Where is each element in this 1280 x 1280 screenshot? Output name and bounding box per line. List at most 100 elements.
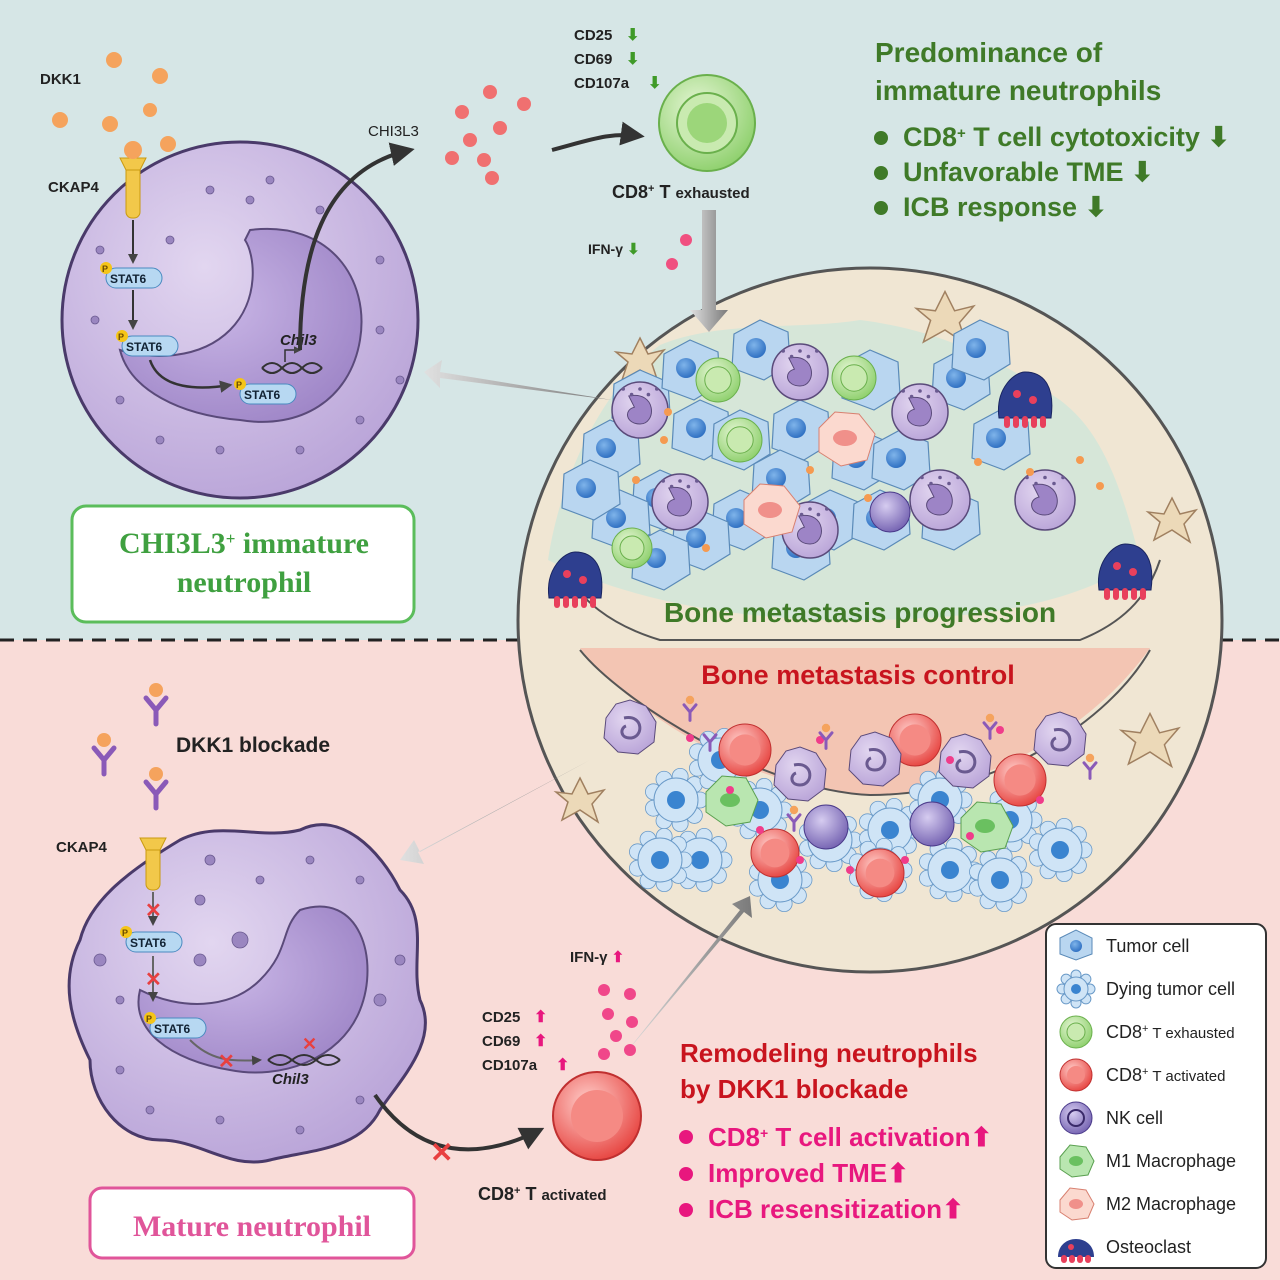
ifn-particle xyxy=(946,756,954,764)
immature-neutrophil-small xyxy=(909,469,971,531)
granule-dot xyxy=(145,1105,155,1115)
granule-dot xyxy=(204,854,216,866)
bottom-title-line2: by DKK1 blockade xyxy=(680,1074,908,1104)
bottom-title-line1: Remodeling neutrophils xyxy=(680,1038,978,1068)
cd8-exhausted-cell xyxy=(611,527,653,569)
ckap4-receptor-bottom xyxy=(139,837,167,891)
tumor-cluster-bottom xyxy=(603,699,1093,913)
bottom-bullet-3: ICB resensitization⬆ xyxy=(708,1194,964,1224)
osteoclast xyxy=(1098,543,1153,600)
ifn-label-bottom: IFN-γ ⬆ xyxy=(570,949,624,966)
tumor-cell-icon xyxy=(1059,929,1093,961)
tumor-cell xyxy=(951,319,1011,381)
mature-neutrophil-small xyxy=(603,699,657,755)
phospho-label-2: P xyxy=(118,332,124,342)
marker-list-bottom: CD25 CD69 CD107a ⬆ ⬆ ⬆ xyxy=(482,1009,569,1074)
legend-label: Osteoclast xyxy=(1106,1237,1191,1257)
dying-tumor-cell xyxy=(629,827,693,893)
ifn-particle xyxy=(816,736,824,744)
granule-dot xyxy=(115,395,125,405)
dkk1-antibody xyxy=(818,723,834,750)
granule-dot xyxy=(95,245,105,255)
infiltration-arrow-top xyxy=(690,210,728,332)
mature-box-label: Mature neutrophil xyxy=(133,1210,371,1243)
osteoclast xyxy=(548,551,603,608)
ckap4-label-bottom: CKAP4 xyxy=(56,839,108,856)
ifn-particle xyxy=(756,826,764,834)
chi3l3-particle xyxy=(660,436,668,444)
ifn-particle xyxy=(686,734,694,742)
chi3l3-particle xyxy=(702,544,710,552)
granule-dot xyxy=(355,415,365,425)
tumor-cluster-top xyxy=(561,319,1104,591)
ifn-particle xyxy=(796,856,804,864)
stat6-cascade-top xyxy=(100,220,297,405)
phospho-label-b1: P xyxy=(122,928,128,938)
granule-dot xyxy=(194,894,206,906)
ifn-particle xyxy=(1036,796,1044,804)
down-arrow-icon: ⬇ xyxy=(648,75,661,92)
dkk1-label-top: DKK1 xyxy=(40,71,81,88)
top-title-line1: Predominance of xyxy=(875,37,1103,68)
stat6-label-2: STAT6 xyxy=(126,340,163,354)
progression-label: Bone metastasis progression xyxy=(664,597,1056,628)
up-arrow-icon: ⬆ xyxy=(556,1057,569,1074)
granule-dot xyxy=(215,445,225,455)
immature-neutrophil-small xyxy=(771,343,829,401)
dkk1-antibody-group xyxy=(91,683,1098,832)
cd8-activated-label: CD8+ T activated xyxy=(478,1184,607,1204)
nk-cell-icon xyxy=(1059,1101,1093,1135)
m2-macrophage xyxy=(743,483,801,539)
legend-label: CD8+ T activated xyxy=(1106,1065,1225,1085)
granule-dot xyxy=(115,995,125,1005)
m2-macrophage-icon xyxy=(1059,1187,1095,1221)
chi3l3-to-t-cell-arrow xyxy=(551,121,645,152)
granule-dot xyxy=(315,205,325,215)
phospho-label-3: P xyxy=(236,380,242,390)
stat6-label-1: STAT6 xyxy=(110,272,147,286)
top-bullet-1: CD8+ T cell cytotoxicity ⬇ xyxy=(903,122,1230,152)
legend-label: M2 Macrophage xyxy=(1106,1194,1236,1214)
arrow-activated-to-bone xyxy=(620,896,752,1060)
cd8-activated-cell xyxy=(855,848,905,898)
granule-dots xyxy=(90,175,405,455)
top-title-line2: immature neutrophils xyxy=(875,75,1161,106)
cd8-activated-cell-bottom xyxy=(552,1071,642,1161)
ifn-particle xyxy=(680,234,692,246)
secretion-arrow xyxy=(298,142,415,351)
cd69-label-top: CD69 xyxy=(574,51,612,68)
cd107a-label-top: CD107a xyxy=(574,75,630,92)
immature-box-line2: neutrophil xyxy=(177,566,312,599)
legend-label: CD8+ T exhausted xyxy=(1106,1022,1235,1042)
mature-neutrophil-small xyxy=(1033,711,1087,767)
nk-cell xyxy=(909,801,955,847)
block-x-icon: ✕ xyxy=(302,1034,317,1054)
cd69-label-bottom: CD69 xyxy=(482,1033,520,1050)
cd8-activated-cell xyxy=(993,753,1047,807)
granule-dot xyxy=(93,953,107,967)
phospho-label-1: P xyxy=(102,264,108,274)
chil3-label-bottom: Chil3 xyxy=(272,1071,309,1088)
ifn-label-top: IFN-γ ⬇ xyxy=(588,241,640,258)
blocked-secretion-arrow xyxy=(373,1093,545,1152)
dying-tumor-cell xyxy=(969,847,1033,913)
nk-cell xyxy=(869,491,911,533)
dkk1-antibody xyxy=(982,713,998,740)
granule-dot xyxy=(215,1115,225,1125)
cd8-exhausted-cell xyxy=(831,355,877,401)
dkk1-antibody xyxy=(143,683,169,727)
bottom-bullet-2: Improved TME⬆ xyxy=(708,1158,909,1188)
legend-label: NK cell xyxy=(1106,1108,1163,1128)
top-summary: Predominance of immature neutrophils CD8… xyxy=(874,37,1230,222)
stat6-cascade-bottom: ✕ ✕ ✕ ✕ xyxy=(120,892,341,1073)
dkk1-antibody xyxy=(702,733,718,752)
marker-list-top: CD25 CD69 CD107a ⬇ ⬇ ⬇ xyxy=(574,27,661,92)
dna-icon-top xyxy=(261,346,323,374)
ifn-particle xyxy=(996,726,1004,734)
osteoclast-group xyxy=(548,371,1153,608)
ifn-particle xyxy=(726,786,734,794)
granule-dot xyxy=(305,855,315,865)
osteoclast xyxy=(998,371,1053,428)
